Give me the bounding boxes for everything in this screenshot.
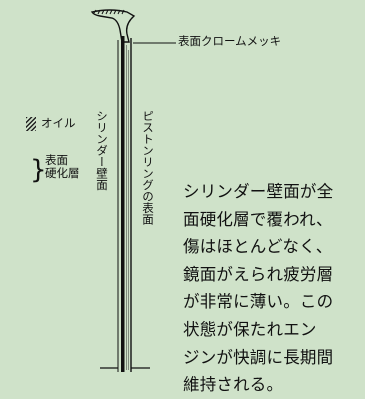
ring-top-cap	[90, 9, 136, 43]
description-text: シリンダー壁面が全 面硬化層で覆われ、 傷はほとんどなく、 鏡面がえられ疲労層 …	[183, 178, 363, 399]
description-line: シリンダー壁面が全	[183, 182, 334, 201]
hardened-layer-label-line1: 表面	[45, 153, 68, 167]
oil-hatch-icon	[26, 117, 36, 131]
diagram-stage: 表面クロームメッキ シリンダー壁面 ピストンリングの表面 オイル } 表面 硬化…	[26, 9, 333, 394]
piston-ring-surface-label: ピストンリングの表面	[141, 110, 155, 225]
chrome-layer	[121, 36, 125, 372]
hardened-layer-legend-label: 表面 硬化層	[45, 154, 80, 180]
piston-ring-diagram	[90, 9, 176, 372]
description-line: 状態が保たれエン	[183, 319, 317, 339]
description-line: ジンが快調に長期間	[183, 347, 334, 367]
ring-top-hatch	[93, 9, 125, 15]
description-line: 面硬化層で覆われ、	[183, 209, 333, 229]
description-line: が非常に薄い。この	[183, 292, 334, 312]
oil-legend-label: オイル	[41, 116, 76, 130]
description-line: 傷はほとんどなく、	[183, 237, 333, 257]
description-line: 鏡面がえられ疲労層	[183, 264, 334, 284]
hardened-layer-label-line2: 硬化層	[45, 166, 80, 180]
ring-body-texture	[126, 45, 129, 370]
brace-icon: }	[30, 155, 47, 185]
chrome-plating-label: 表面クロームメッキ	[178, 34, 282, 48]
description-line: 維持される。	[183, 375, 284, 395]
cylinder-wall-label: シリンダー壁面	[95, 110, 109, 191]
